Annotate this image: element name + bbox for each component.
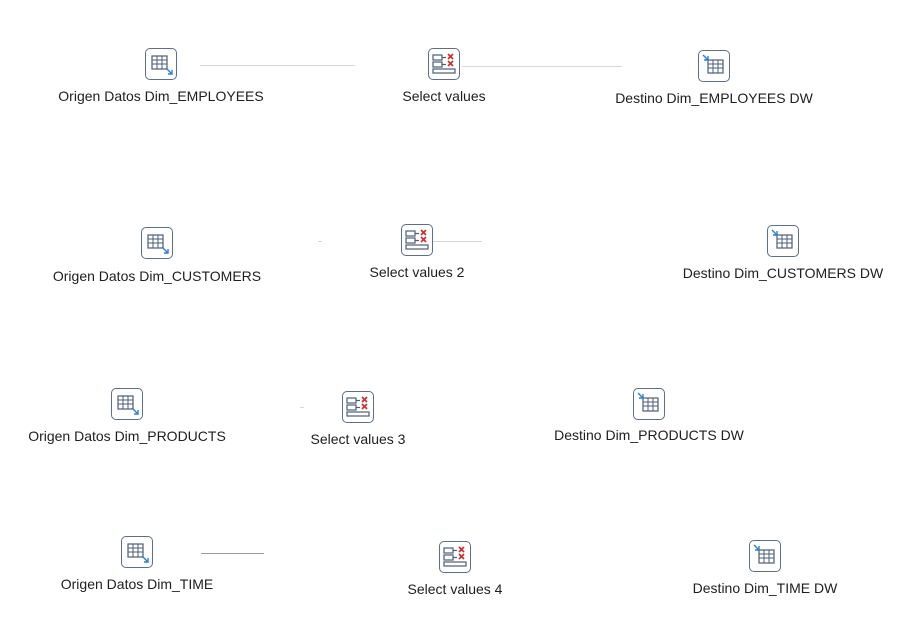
step-label: Select values 3 xyxy=(310,431,406,447)
step-label: Destino Dim_EMPLOYEES DW xyxy=(615,90,813,106)
select-values-icon[interactable] xyxy=(401,224,433,256)
step-label: Destino Dim_CUSTOMERS DW xyxy=(682,265,884,281)
step-label: Origen Datos Dim_TIME xyxy=(60,576,214,592)
hop-customers-source-select[interactable] xyxy=(318,241,322,242)
hop-time-source-select[interactable] xyxy=(201,553,264,554)
hop-employees-select-destination[interactable] xyxy=(462,66,622,67)
step-label: Origen Datos Dim_CUSTOMERS xyxy=(52,268,262,284)
select-values-icon[interactable] xyxy=(439,541,471,573)
table-input-icon[interactable] xyxy=(111,388,143,420)
hop-products-source-select[interactable] xyxy=(300,407,304,408)
step-label: Origen Datos Dim_EMPLOYEES xyxy=(58,88,264,104)
step-label: Destino Dim_TIME DW xyxy=(692,580,838,596)
table-output-icon[interactable] xyxy=(698,50,730,82)
table-output-icon[interactable] xyxy=(633,388,665,420)
table-input-icon[interactable] xyxy=(145,48,177,80)
step-label: Select values 2 xyxy=(369,264,465,280)
step-label: Select values xyxy=(402,88,486,104)
hop-customers-select-destination[interactable] xyxy=(432,241,482,242)
table-input-icon[interactable] xyxy=(121,536,153,568)
hop-employees-source-select[interactable] xyxy=(200,65,355,66)
table-output-icon[interactable] xyxy=(749,540,781,572)
step-label: Origen Datos Dim_PRODUCTS xyxy=(28,428,226,444)
table-input-icon[interactable] xyxy=(141,227,173,259)
table-output-icon[interactable] xyxy=(767,225,799,257)
select-values-icon[interactable] xyxy=(428,48,460,80)
select-values-icon[interactable] xyxy=(342,391,374,423)
step-label: Destino Dim_PRODUCTS DW xyxy=(554,427,744,443)
step-label: Select values 4 xyxy=(407,581,503,597)
